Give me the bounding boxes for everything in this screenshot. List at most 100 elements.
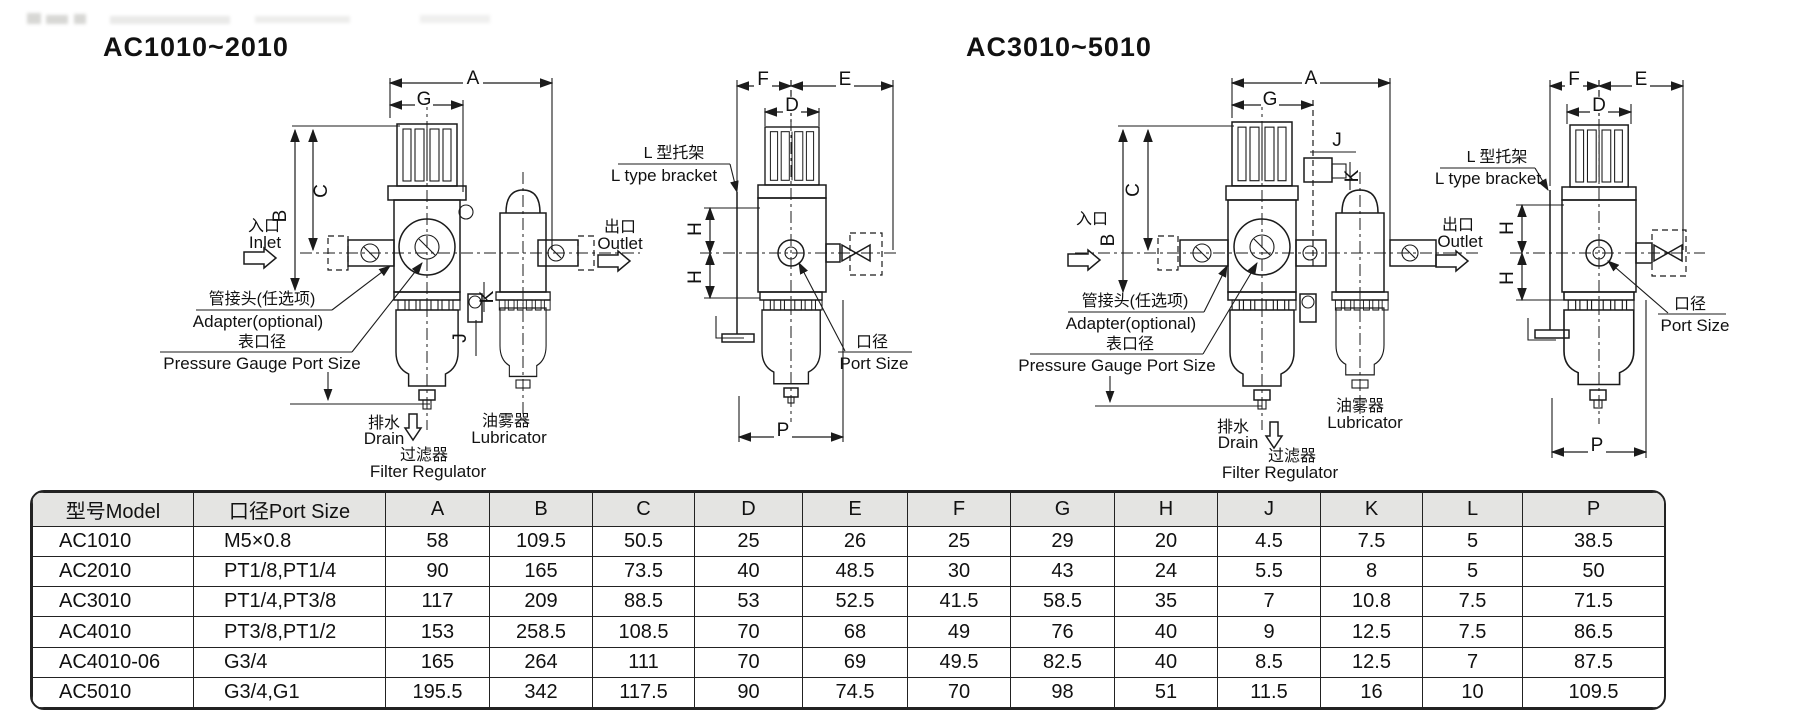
bracket-label-en: L type bracket — [611, 166, 717, 185]
dim-label-f: F — [1568, 69, 1580, 90]
cell: 11.5 — [1217, 676, 1321, 708]
col-header-j: J — [1217, 492, 1321, 527]
dim-label-c: C — [1123, 183, 1144, 197]
filter-label-en: Filter Regulator — [370, 462, 487, 481]
cell: 5.5 — [1217, 556, 1321, 588]
cell: 29 — [1010, 525, 1115, 558]
cell: 7.5 — [1320, 525, 1423, 558]
cell: 117 — [385, 586, 490, 618]
portsize-label-cn: 口径 — [856, 333, 888, 351]
col-header-k: K — [1320, 492, 1423, 527]
group-ac1010-2010: AC1010~2010 — [103, 32, 912, 481]
portsize-label-en: Port Size — [1661, 316, 1730, 335]
group2-title: AC3010~5010 — [966, 32, 1152, 62]
cell: 48.5 — [802, 556, 908, 588]
gauge-label-en: Pressure Gauge Port Size — [1018, 356, 1215, 375]
bracket-label-cn: L 型托架 — [644, 144, 705, 162]
cell: AC4010 — [32, 616, 194, 648]
cell: 74.5 — [802, 676, 908, 708]
cell: 8.5 — [1217, 646, 1321, 678]
outlet-arrow-icon — [1435, 250, 1469, 272]
cell: 70 — [907, 676, 1011, 708]
cell: G3/4,G1 — [193, 676, 386, 708]
table-header-row: 型号Model 口径Port Size A B C D E F G H J K … — [32, 492, 1664, 527]
dim-label-h2: H — [685, 270, 706, 284]
cell: 5 — [1422, 525, 1523, 558]
cell: 90 — [694, 676, 803, 708]
cell: PT1/4,PT3/8 — [193, 586, 386, 618]
cell: 76 — [1010, 616, 1115, 648]
cell: 50 — [1522, 556, 1664, 588]
cell: AC5010 — [32, 676, 194, 708]
dimension-table: 型号Model 口径Port Size A B C D E F G H J K … — [30, 490, 1666, 710]
table-row: AC4010 PT3/8,PT1/2 153 258.5 108.5 70 68… — [32, 616, 1664, 648]
cell: 24 — [1114, 556, 1218, 588]
dim-label-e: E — [1635, 69, 1648, 90]
cell: 58 — [385, 525, 490, 558]
dim-label-k: K — [477, 290, 498, 303]
outlet-label-cn: 出口 — [1442, 216, 1474, 234]
cell: 108.5 — [592, 616, 695, 648]
inlet-label-cn: 入口 — [1076, 211, 1108, 228]
cell: 35 — [1114, 586, 1218, 618]
cell: 165 — [385, 646, 490, 678]
cell: 40 — [1114, 646, 1218, 678]
cell: 16 — [1320, 676, 1423, 708]
inlet-label-en: Inlet — [249, 233, 281, 252]
dim-label-h2: H — [1497, 271, 1518, 285]
cell: 25 — [907, 525, 1011, 558]
cell: 165 — [489, 556, 593, 588]
col-header-h: H — [1114, 492, 1218, 527]
group-ac3010-5010: AC3010~5010 — [966, 32, 1729, 482]
cell: 73.5 — [592, 556, 695, 588]
cell: 12.5 — [1320, 616, 1423, 648]
table-row: AC5010 G3/4,G1 195.5 342 117.5 90 74.5 7… — [32, 676, 1664, 708]
dim-label-e: E — [839, 69, 852, 90]
adapter-label-cn: 管接头(任选项) — [209, 290, 316, 308]
cell: 49 — [907, 616, 1011, 648]
lubricator-label-en: Lubricator — [471, 428, 547, 447]
table-row: AC2010 PT1/8,PT1/4 90 165 73.5 40 48.5 3… — [32, 556, 1664, 588]
table-row: AC4010-06 G3/4 165 264 111 70 69 49.5 82… — [32, 646, 1664, 678]
lubricator-label-en: Lubricator — [1327, 413, 1403, 432]
cell: 88.5 — [592, 586, 695, 618]
dim-label-g: G — [417, 89, 432, 110]
col-header-model: 型号Model — [32, 492, 194, 527]
inlet-label-cn: 入口 — [248, 218, 280, 235]
group1-title: AC1010~2010 — [103, 32, 289, 62]
cell: PT3/8,PT1/2 — [193, 616, 386, 648]
table-row: AC3010 PT1/4,PT3/8 117 209 88.5 53 52.5 … — [32, 586, 1664, 618]
cell: 38.5 — [1522, 525, 1664, 558]
drain-arrow-icon — [1265, 421, 1283, 449]
col-header-e: E — [802, 492, 908, 527]
dim-label-h: H — [1497, 221, 1518, 235]
gauge-label-cn: 表口径 — [238, 333, 286, 351]
cell: 7.5 — [1422, 616, 1523, 648]
cell: 12.5 — [1320, 646, 1423, 678]
filter-label-cn: 过滤器 — [1268, 447, 1316, 465]
cell: 40 — [1114, 616, 1218, 648]
bracket-label-cn: L 型托架 — [1467, 148, 1528, 166]
cell: 7 — [1422, 646, 1523, 678]
cell: M5×0.8 — [193, 525, 386, 558]
cell: 49.5 — [907, 646, 1011, 678]
cell: 209 — [489, 586, 593, 618]
cell: 25 — [694, 525, 803, 558]
cell: 90 — [385, 556, 490, 588]
cell: 40 — [694, 556, 803, 588]
lubricator-label-cn: 油雾器 — [482, 412, 530, 430]
cell: 117.5 — [592, 676, 695, 708]
cell: 109.5 — [489, 525, 593, 558]
cell: 10 — [1422, 676, 1523, 708]
dim-label-p: P — [1591, 435, 1604, 456]
scan-smudges — [27, 13, 490, 24]
cell: 20 — [1114, 525, 1218, 558]
col-header-b: B — [489, 492, 593, 527]
col-header-l: L — [1422, 492, 1523, 527]
outlet-label-cn: 出口 — [604, 218, 636, 236]
col-header-a: A — [385, 492, 490, 527]
cell: 109.5 — [1522, 676, 1664, 708]
dim-label-f: F — [757, 69, 769, 90]
cell: 87.5 — [1522, 646, 1664, 678]
